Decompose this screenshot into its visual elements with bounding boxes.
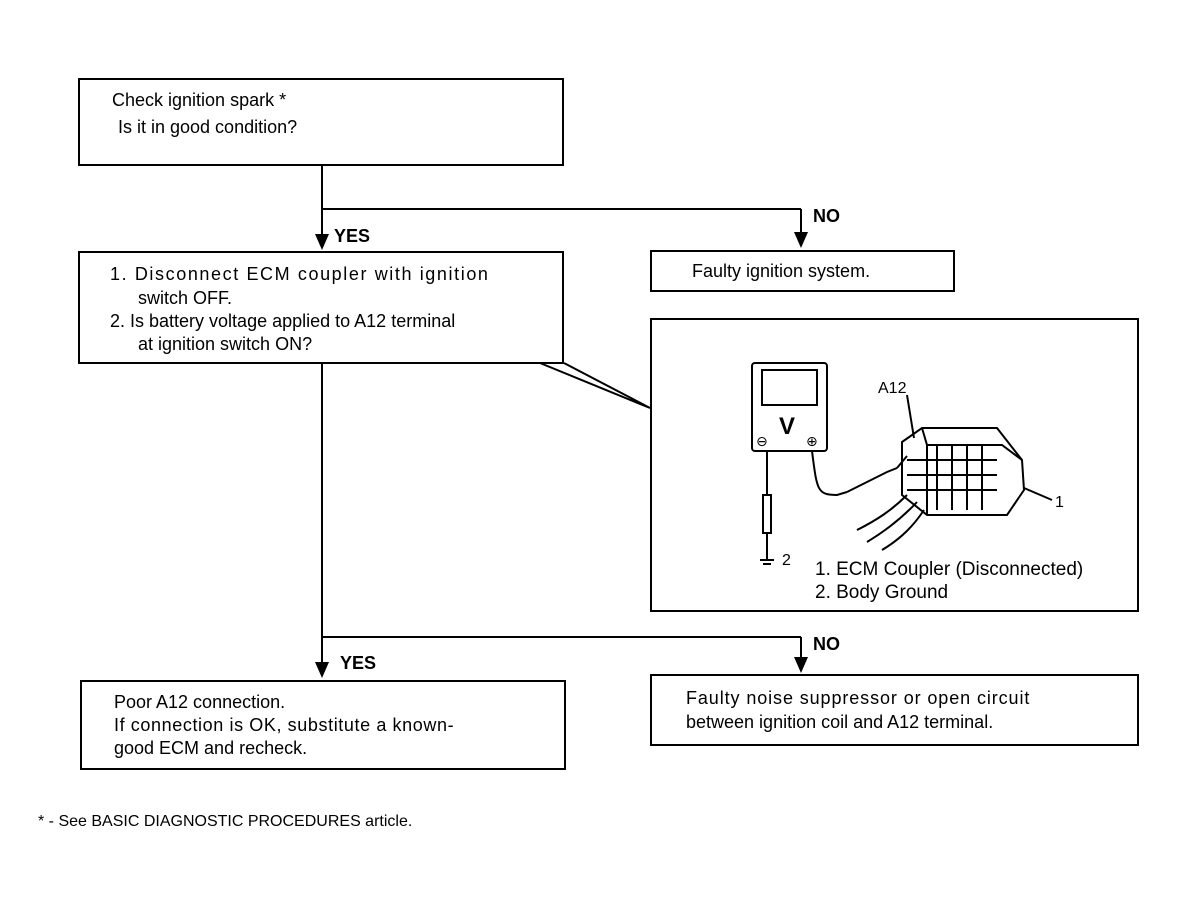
minus-terminal-icon: ⊖: [756, 434, 768, 450]
box2-line1: 1. Disconnect ECM coupler with ignition: [110, 264, 490, 284]
box-yes-line2: If connection is OK, substitute a known-: [114, 715, 455, 735]
voltmeter-v-symbol: V: [779, 413, 795, 440]
callout-1-label: 1: [1055, 494, 1064, 511]
box-yes-line3: good ECM and recheck.: [114, 738, 308, 758]
box-yes-line1: Poor A12 connection.: [114, 692, 286, 712]
no-label-1: NO: [813, 206, 840, 226]
box2-line4: at ignition switch ON?: [138, 334, 313, 354]
disconnect-ecm-box: 1. Disconnect ECM coupler with ignition …: [78, 251, 564, 364]
faulty-ignition-text: Faulty ignition system.: [692, 261, 871, 281]
ecm-coupler-shape: [901, 427, 1026, 516]
arrowhead-yes-2: [315, 662, 329, 678]
plus-terminal-icon: ⊕: [806, 434, 818, 450]
faulty-noise-suppressor-box: Faulty noise suppressor or open circuit …: [650, 674, 1139, 746]
no-label-2: NO: [813, 634, 840, 654]
a12-terminal-label: A12: [878, 380, 907, 397]
arrowhead-no-2: [794, 657, 808, 673]
arrowhead-yes-1: [315, 234, 329, 250]
voltmeter-illustration-box: V ⊖ ⊕ A12 1 2 1. ECM Coupler (Disconnect…: [650, 318, 1139, 612]
box-no-line2: between ignition coil and A12 terminal.: [686, 712, 994, 732]
legend-body-ground: 2. Body Ground: [815, 582, 949, 603]
faulty-ignition-system-box: Faulty ignition system.: [650, 250, 955, 292]
yes-label-1: YES: [334, 226, 371, 246]
yes-label-2: YES: [340, 653, 377, 673]
callout-2-label: 2: [782, 552, 791, 569]
box1-line2: Is it in good condition?: [118, 117, 298, 137]
check-ignition-spark-box: Check ignition spark * Is it in good con…: [78, 78, 564, 166]
voltmeter-ecm-coupler-drawing: V ⊖ ⊕ A12 1 2: [751, 362, 1064, 569]
box-no-line1: Faulty noise suppressor or open circuit: [686, 688, 1031, 708]
box2-line3: 2. Is battery voltage applied to A12 ter…: [110, 311, 456, 331]
voltmeter-body: [751, 362, 828, 452]
arrowhead-no-1: [794, 232, 808, 248]
legend-ecm-coupler: 1. ECM Coupler (Disconnected): [815, 559, 1084, 580]
footnote-text: * - See BASIC DIAGNOSTIC PROCEDURES arti…: [38, 813, 413, 830]
box2-line2: switch OFF.: [138, 288, 233, 308]
poor-a12-connection-box: Poor A12 connection. If connection is OK…: [80, 680, 566, 770]
voltmeter-display: [761, 369, 818, 406]
box1-line1: Check ignition spark *: [112, 90, 287, 110]
